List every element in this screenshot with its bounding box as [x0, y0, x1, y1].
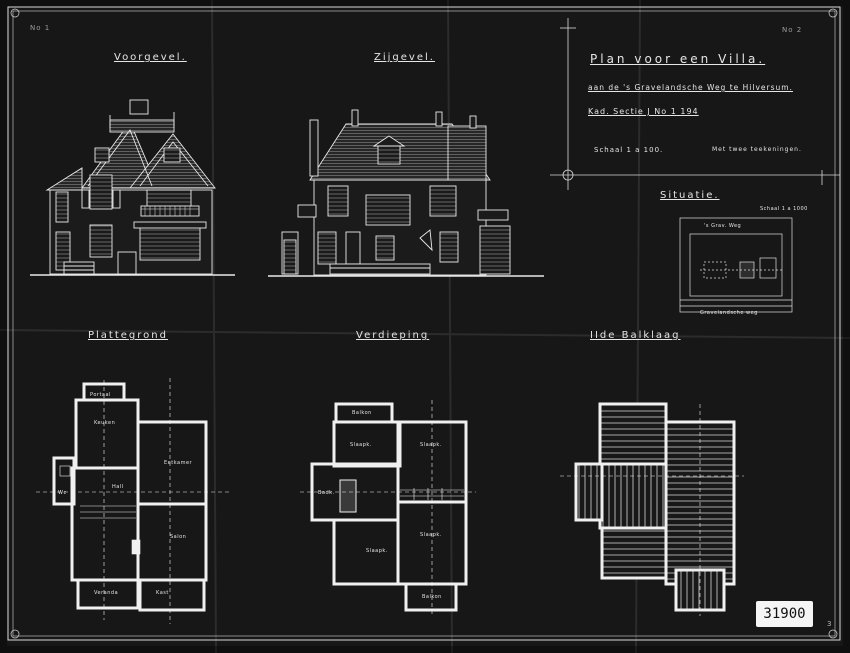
ground-plan-label: Plattegrond — [88, 330, 168, 341]
room-label: Hall — [112, 484, 124, 490]
location-line: aan de 's Gravelandsche Weg te Hilversum… — [588, 83, 793, 92]
situation-map — [679, 217, 793, 313]
scale-line: Schaal 1 a 100. — [594, 146, 664, 154]
front-elevation — [30, 99, 235, 276]
room-label: Slaapk. — [350, 442, 372, 448]
archive-number-label: 31900 — [756, 601, 813, 627]
sheet-number-right: No 2 — [782, 26, 803, 34]
room-label: Slaapk. — [420, 532, 442, 538]
situation-road-bottom: Gravelandsche weg — [700, 310, 758, 316]
room-label: Portaal — [90, 392, 111, 398]
room-label: Slaapk. — [420, 442, 442, 448]
room-label: Kast — [156, 590, 169, 596]
room-label: Keuken — [94, 420, 116, 426]
room-label: Salon — [170, 534, 187, 540]
room-label: Balkon — [422, 594, 442, 600]
drawings-count: Met twee teekeningen. — [712, 146, 802, 153]
ground-floor-plan — [36, 378, 232, 624]
room-label: Veranda — [94, 590, 119, 596]
corner-mark: 3 — [827, 620, 832, 628]
cadastre-line: Kad. Sectie J No 1 194 — [588, 107, 699, 116]
room-label: Balkon — [352, 410, 372, 416]
front-elevation-label: Voorgevel. — [114, 52, 187, 63]
drawing-title: Plan voor een Villa. — [590, 52, 766, 66]
beam-plan-label: IIde Balklaag — [590, 330, 681, 341]
sheet-number-left: No 1 — [30, 24, 51, 32]
situation-road-top: 's Grav. Weg — [704, 223, 742, 229]
beam-layout — [560, 402, 744, 616]
upper-plan-label: Verdieping — [356, 330, 430, 341]
sheet-border — [7, 6, 841, 641]
situation-scale: Schaal 1 a 1000 — [760, 206, 808, 212]
situation-label: Situatie. — [660, 190, 720, 201]
room-label: Slaapk. — [366, 548, 388, 554]
side-elevation-label: Zijgevel. — [374, 52, 435, 63]
upper-floor-plan — [300, 400, 476, 614]
side-elevation — [268, 109, 544, 277]
room-label: Badk. — [318, 490, 335, 496]
title-block-frame — [550, 18, 840, 190]
room-label: Eetkamer — [164, 460, 193, 466]
room-label: Wc — [58, 490, 67, 496]
